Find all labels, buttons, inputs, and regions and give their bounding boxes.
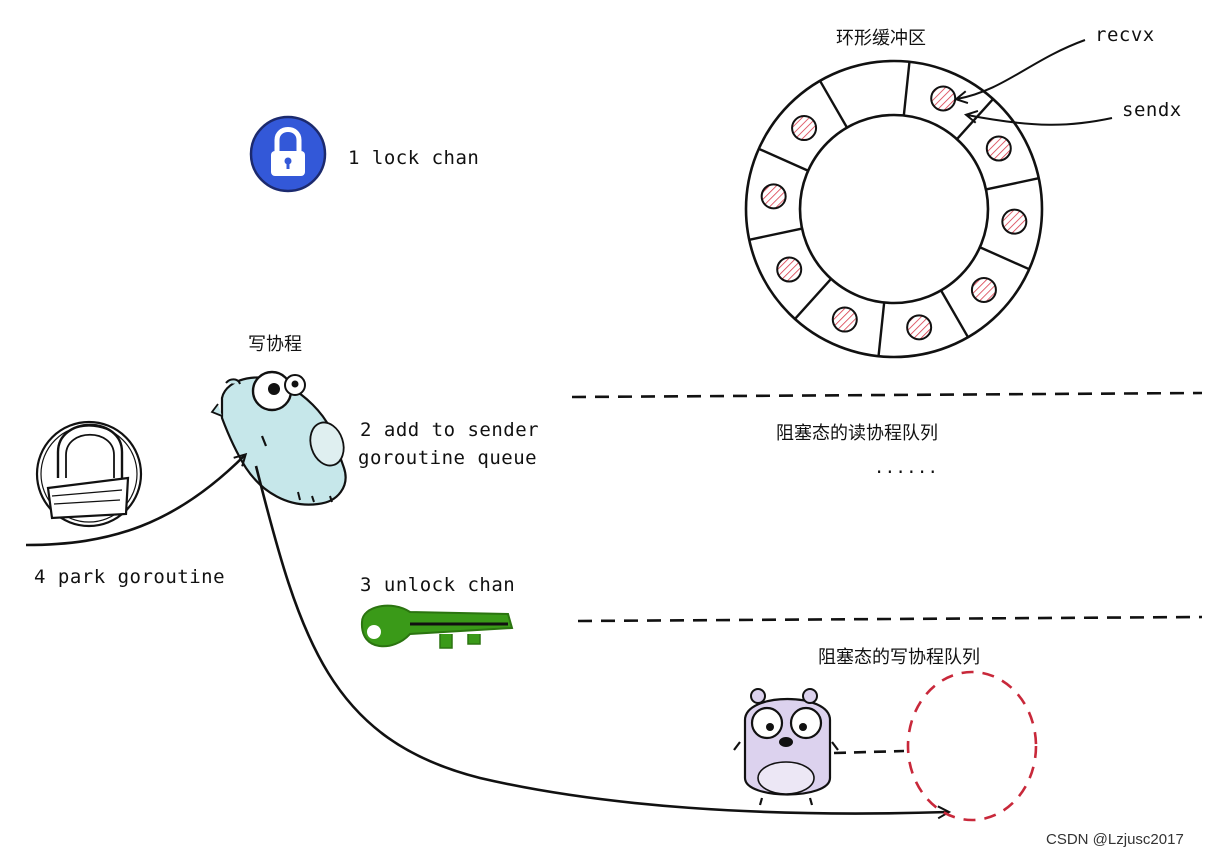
ring-slot-element bbox=[930, 85, 957, 112]
ring-outer bbox=[744, 59, 1044, 359]
sendx-label: sendx bbox=[1122, 99, 1182, 121]
ring-slot-element bbox=[1001, 208, 1028, 235]
ring-divider bbox=[758, 147, 809, 172]
enqueue-arrow bbox=[254, 465, 948, 814]
key-icon bbox=[360, 604, 514, 649]
queue-link-dashes bbox=[833, 749, 905, 755]
csdn-watermark: CSDN @Lzjusc2017 bbox=[1046, 831, 1184, 848]
ring-slot-element bbox=[791, 115, 818, 142]
writer-goroutine-title: 写协程 bbox=[248, 334, 302, 355]
write-queue-separator bbox=[577, 615, 1203, 623]
read-queue-title: 阻塞态的读协程队列 bbox=[776, 423, 938, 444]
ring-slot-element bbox=[760, 183, 787, 210]
write-queue-title: 阻塞态的写协程队列 bbox=[818, 647, 980, 668]
step3-unlock-chan-label: 3 unlock chan bbox=[360, 574, 516, 596]
ring-inner bbox=[798, 113, 990, 305]
lock-icon bbox=[249, 115, 327, 193]
sendx-pointer-arrow bbox=[967, 115, 1113, 126]
ring-divider bbox=[939, 289, 970, 338]
ring-divider bbox=[985, 177, 1040, 191]
ring-slot-element bbox=[776, 256, 803, 283]
ring-divider bbox=[794, 278, 832, 320]
ring-divider bbox=[979, 246, 1030, 271]
recvx-label: recvx bbox=[1095, 24, 1155, 46]
ring-divider bbox=[818, 80, 849, 129]
ring-slot-element bbox=[906, 314, 933, 341]
ring-slot-element bbox=[970, 276, 997, 303]
step2-label-line1: 2 add to sender bbox=[360, 419, 540, 441]
ring-slot-element bbox=[985, 135, 1012, 162]
ring-divider bbox=[877, 302, 886, 357]
recvx-pointer-arrow bbox=[957, 39, 1086, 99]
step1-lock-chan-label: 1 lock chan bbox=[348, 147, 480, 169]
ring-divider bbox=[748, 227, 803, 241]
open-padlock-icon bbox=[35, 420, 143, 528]
ring-buffer bbox=[744, 59, 1044, 359]
read-queue-separator bbox=[571, 391, 1203, 399]
park-goroutine-arrow bbox=[25, 455, 245, 547]
ring-divider bbox=[902, 61, 911, 116]
ring-slot-element bbox=[831, 306, 858, 333]
queued-gopher-icon bbox=[733, 688, 839, 806]
ring-buffer-title: 环形缓冲区 bbox=[836, 28, 926, 49]
step4-park-goroutine-label: 4 park goroutine bbox=[34, 566, 226, 588]
queue-slot-placeholder bbox=[906, 670, 1038, 822]
read-queue-ellipsis: ...... bbox=[874, 458, 939, 478]
step2-label-line2: goroutine queue bbox=[358, 447, 538, 469]
writer-gopher-icon bbox=[210, 370, 347, 506]
ring-dividers bbox=[748, 61, 1040, 357]
ring-slots bbox=[760, 85, 1028, 341]
